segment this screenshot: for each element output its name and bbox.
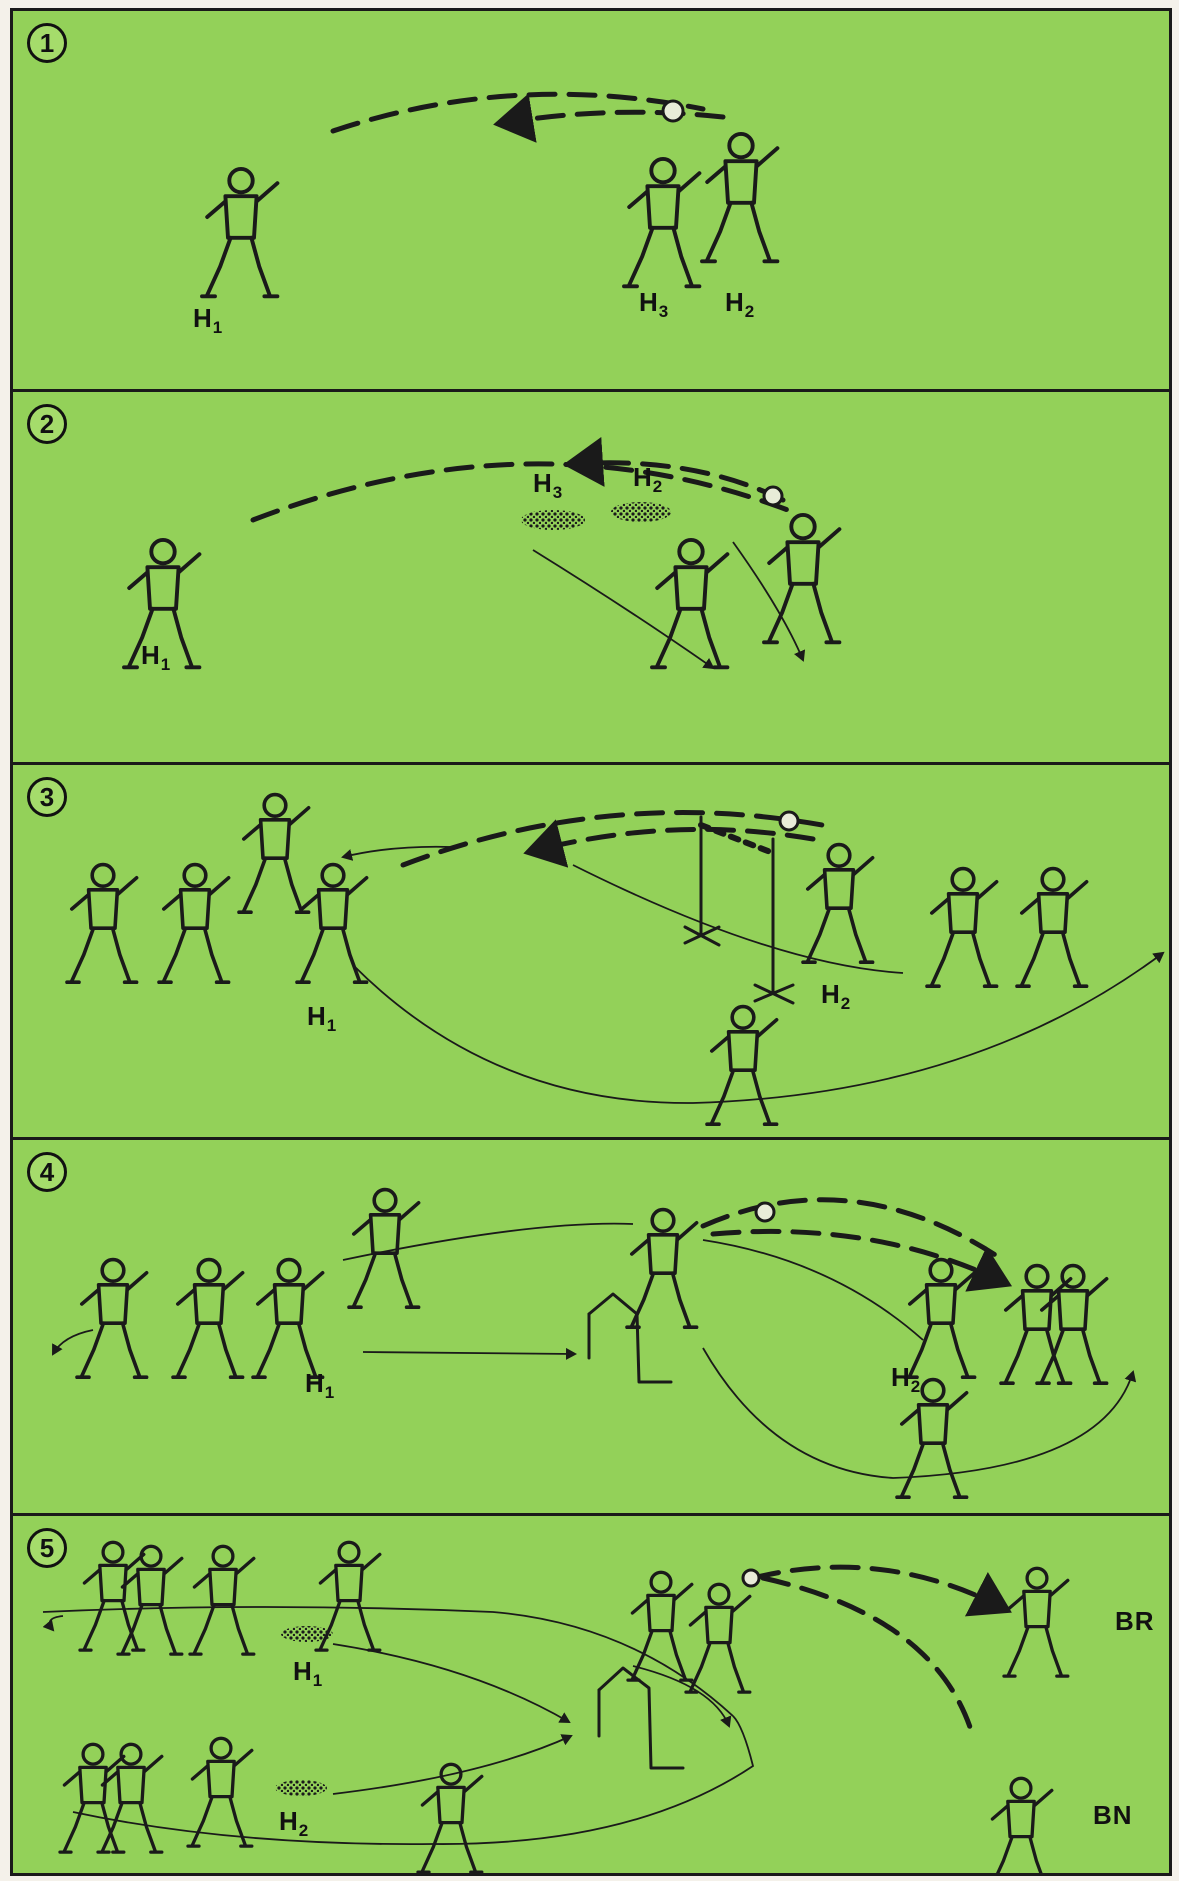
goalkeeper-figure-icon [650,537,730,670]
pole-barrier-icon [683,815,795,1005]
player-figure-icon [801,842,875,965]
player-label-h1: H1 [193,303,224,337]
player-figure-icon [186,1736,254,1848]
player-figure-icon [251,1257,325,1379]
hatched-marker-icon [281,1626,333,1642]
run-path [532,549,715,670]
ball-icon [741,1568,761,1588]
player-figure-icon [200,166,280,299]
run-path [702,1347,1137,1479]
player-figure-icon [314,1540,382,1652]
player-figure-icon [684,1582,752,1694]
pass-path-arc [700,1197,1006,1263]
run-path [332,1643,571,1724]
hurdle-icon [597,1666,685,1770]
pass-return-arrow [523,819,816,868]
ball-icon [762,485,784,507]
run-path [72,1715,755,1846]
goalkeeper-figure-icon [622,156,702,289]
drill-panel-3: 3 H1 H2 [10,762,1172,1140]
player-figure-icon [700,131,780,264]
player-label-h2: H2 [279,1806,310,1840]
panel-number-badge: 3 [27,777,67,817]
run-path [702,1239,924,1341]
run-path [52,1329,94,1356]
player-label-h1: H1 [307,1001,338,1035]
player-label-bn: BN [1093,1800,1133,1830]
pass-path-arc [400,810,836,868]
player-figure-icon [625,1207,699,1329]
panel-2-drawing [122,437,842,670]
ball-icon [661,99,685,123]
panel-number-badge: 1 [27,23,67,63]
player-figure-icon [762,512,842,645]
pass-path-arc [330,91,706,134]
player-figure-icon [925,866,999,989]
drill-panel-2: 2 H1 H3 H2 [10,389,1172,765]
player-figure-icon [237,792,311,915]
run-path [342,1222,634,1261]
run-path [341,845,454,861]
player-figure-icon [65,862,139,985]
run-path [332,1734,573,1795]
run-path [732,541,806,662]
player-figure-icon [188,1544,256,1656]
panel-number-badge: 4 [27,1152,67,1192]
pass-path-arc [250,461,796,523]
pass-return-arrow [710,1228,1013,1292]
hatched-marker-icon [275,1780,327,1796]
ball-icon [754,1201,776,1223]
player-label-h1: H1 [141,640,172,674]
player-figure-icon [347,1187,421,1309]
player-label-h3: H3 [533,468,564,502]
player-figure-icon [96,1742,164,1854]
hatched-marker-icon [611,502,671,522]
player-figure-icon [1002,1566,1070,1678]
pass-return-arrow [760,1575,974,1733]
panel-1-drawing [200,91,780,299]
drill-panel-4: 4 H1 H2 [10,1137,1172,1516]
player-figure-icon [705,1004,779,1126]
player-figure-icon [116,1544,184,1656]
player-figure-icon [157,862,231,985]
pass-path-arc [750,1564,1012,1617]
player-label-br: BR [1115,1606,1155,1636]
panel-number-badge: 2 [27,404,67,444]
player-figure-icon [58,1742,126,1854]
hatched-marker-icon [521,510,585,530]
ball-icon [778,810,800,832]
player-label-h2: H2 [891,1362,922,1396]
player-label-h2: H2 [633,462,664,496]
run-path [42,1606,734,1717]
player-figure-icon [986,1776,1054,1873]
player-label-h1: H1 [293,1656,324,1690]
player-figure-icon [295,862,369,985]
hurdle-icon [587,1292,673,1384]
player-label-h3: H3 [639,287,670,321]
player-figure-icon [75,1257,149,1379]
panel-4-drawing [52,1187,1137,1499]
player-figure-icon [903,1257,977,1379]
panel-5-drawing [42,1540,1070,1873]
player-figure-icon [78,1540,146,1652]
run-path [572,864,904,974]
panel-number-badge: 5 [27,1528,67,1568]
pass-return-arrow [493,93,726,143]
player-figure-icon [895,1377,969,1499]
drill-panel-5: 5 H1 H2 BR BN [10,1513,1172,1876]
drill-panel-1: 1 H1 H3 H2 [10,8,1172,392]
player-figure-icon [171,1257,245,1379]
player-figure-icon [1015,866,1089,989]
player-label-h1: H1 [305,1368,336,1402]
run-path [352,951,1165,1104]
pass-return-arrow [563,437,786,503]
player-label-h2: H2 [725,287,756,321]
run-path [42,1615,64,1632]
panel-3-drawing [65,792,1165,1126]
player-label-h2: H2 [821,979,852,1013]
run-path [362,1347,577,1360]
player-figure-icon [416,1762,484,1873]
player-figure-icon [626,1570,694,1682]
